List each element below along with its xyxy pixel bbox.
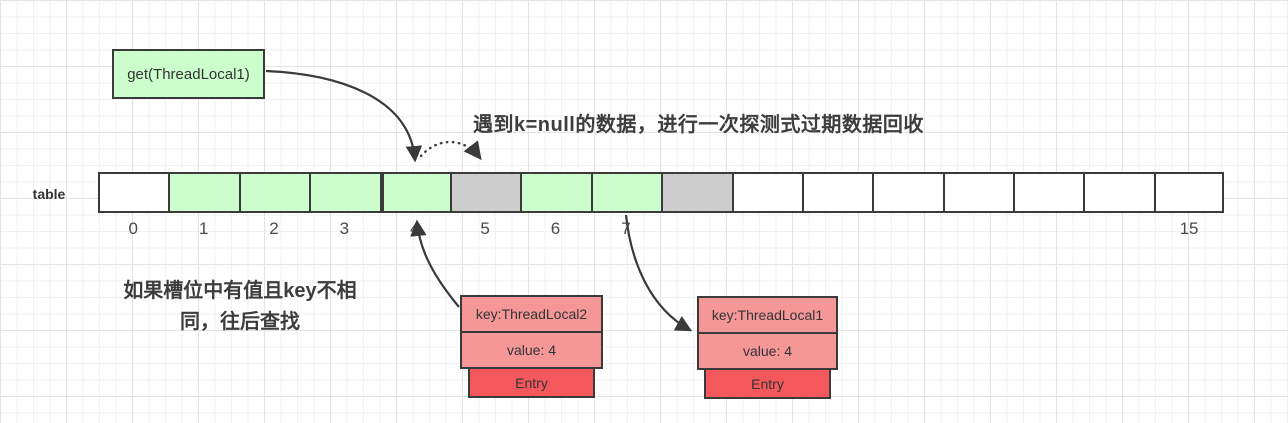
table-index-label-0: 0 <box>128 219 138 238</box>
table-index-label-1: 1 <box>198 219 209 238</box>
table-index-label-8 <box>661 219 731 239</box>
table-cell-2 <box>238 172 310 213</box>
table-cell-10 <box>801 172 873 213</box>
linear-probe-annotation-line2: 同，往后查找 <box>180 311 300 333</box>
table-cell-3 <box>309 172 380 213</box>
table-index-label-3: 3 <box>339 219 350 238</box>
table-cell-7 <box>590 172 662 213</box>
table-index-label-9 <box>732 219 802 239</box>
table-cell-13 <box>1013 172 1084 213</box>
linear-probe-annotation: 如果槽位中有值且key不相 同，往后查找 <box>100 276 380 338</box>
expired-data-annotation: 遇到k=null的数据，进行一次探测式过期数据回收 <box>473 114 924 136</box>
table-index-labels: 0 1 2 3 4 5 6 7 15 <box>98 219 1224 239</box>
table-cell-5 <box>449 172 521 213</box>
table-index-label-4: 4 <box>410 219 420 238</box>
table-cell-6 <box>520 172 591 213</box>
table-cell-4 <box>379 172 450 213</box>
table-cells <box>98 172 1225 213</box>
table-index-label-2: 2 <box>269 219 279 238</box>
table-cell-9 <box>731 172 802 213</box>
table-index-label-14 <box>1083 219 1153 239</box>
table-index-label-12 <box>943 219 1013 239</box>
entry-key-row: key:ThreadLocal1 <box>697 296 838 334</box>
table-index-label-6: 6 <box>550 219 561 238</box>
table-index-label-15: 15 <box>1179 219 1199 238</box>
table-cell-8 <box>661 172 732 213</box>
table-index-label-13 <box>1013 219 1083 239</box>
table-label: table <box>32 186 66 202</box>
table-cell-14 <box>1083 172 1154 213</box>
get-call-label: get(ThreadLocal1) <box>127 65 250 83</box>
entry-tag: Entry <box>704 368 831 399</box>
linear-probe-annotation-line1: 如果槽位中有值且key不相 <box>123 280 357 302</box>
table-cell-0 <box>98 172 169 213</box>
entry-value-row: value: 4 <box>460 331 603 369</box>
table-cell-12 <box>942 172 1014 213</box>
table-index-label-7: 7 <box>621 219 631 238</box>
table-cell-11 <box>872 172 943 213</box>
arrow-get-to-slot4 <box>265 69 423 163</box>
entry-tag: Entry <box>468 367 595 398</box>
entry-value-row: value: 4 <box>697 332 838 370</box>
table-index-label-10 <box>802 219 872 239</box>
entry-box-threadlocal2: key:ThreadLocal2 value: 4 Entry <box>460 295 603 398</box>
arrow-probe-slot4-to-slot5 <box>419 140 482 161</box>
table-cell-1 <box>168 172 239 213</box>
get-call-box: get(ThreadLocal1) <box>112 49 265 99</box>
entry-key-row: key:ThreadLocal2 <box>460 295 603 333</box>
entry-box-threadlocal1: key:ThreadLocal1 value: 4 Entry <box>697 296 838 399</box>
table-cell-15 <box>1153 172 1225 213</box>
table-index-label-11 <box>872 219 942 239</box>
table-index-label-5: 5 <box>480 219 490 238</box>
